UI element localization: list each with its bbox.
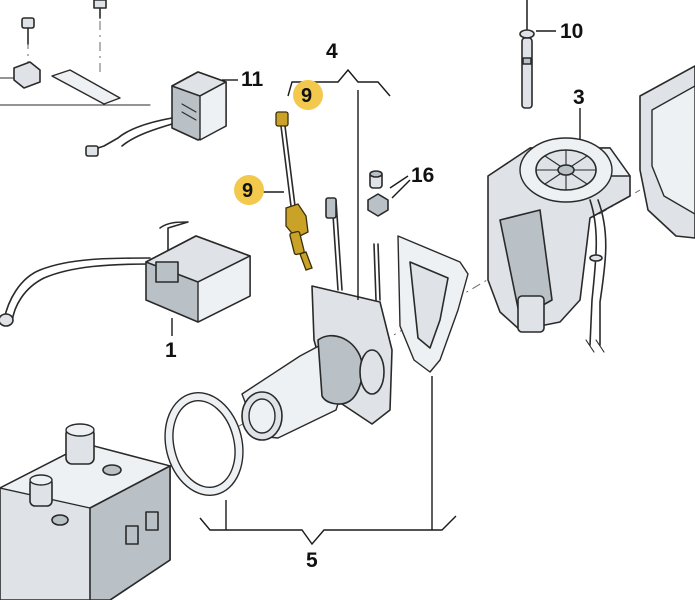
mounting-hardware-top-left (0, 0, 151, 106)
label-part-9-left: 9 (242, 180, 253, 202)
part-16-screw-and-nut (367, 170, 389, 217)
heat-exchanger-body (0, 423, 171, 600)
part-9-glow-plug (275, 111, 313, 271)
label-part-10: 10 (560, 20, 583, 43)
part-3-blower-housing (487, 137, 631, 353)
o-ring-seal (164, 392, 244, 496)
part-11-control-module (85, 71, 227, 157)
label-part-1: 1 (165, 339, 177, 362)
label-part-5: 5 (306, 549, 318, 572)
callout-leaders (171, 30, 581, 546)
label-part-16: 16 (411, 164, 434, 187)
fan-impeller (535, 149, 597, 191)
highlight-circle-9-top (293, 80, 323, 110)
label-part-4: 4 (326, 40, 338, 63)
label-part-9-top: 9 (301, 85, 312, 107)
part-10-sensor-rod (519, 0, 535, 109)
label-part-3: 3 (573, 86, 585, 109)
part-4-burner-assembly (241, 197, 393, 441)
label-part-11: 11 (241, 68, 264, 91)
burner-gasket (397, 235, 469, 373)
part-labels: 4 9 9 11 10 3 16 1 5 (165, 20, 585, 572)
part-1-control-box (0, 221, 251, 327)
highlight-circle-9-left (234, 175, 264, 205)
housing-cover-right (639, 65, 695, 239)
